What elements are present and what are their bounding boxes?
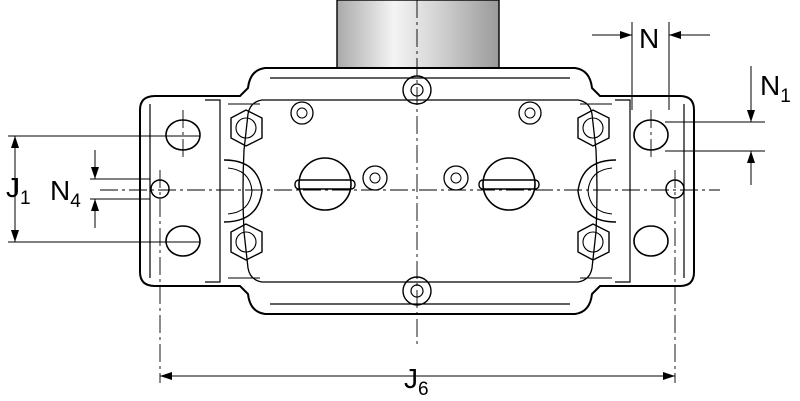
label-n: N <box>639 23 659 54</box>
right-cap-bolts <box>577 109 617 261</box>
dimension-lines <box>8 22 765 377</box>
seal-plugs <box>294 157 540 211</box>
left-cap-bolts <box>223 109 263 261</box>
label-j1: J1 <box>6 172 31 209</box>
center-lines <box>100 0 720 383</box>
label-n4: N4 <box>50 175 81 212</box>
shaft <box>336 0 500 69</box>
dimension-arrows <box>11 31 755 380</box>
label-j6: J6 <box>404 363 429 400</box>
grease-nipples <box>290 75 542 306</box>
label-n1: N1 <box>760 70 791 107</box>
